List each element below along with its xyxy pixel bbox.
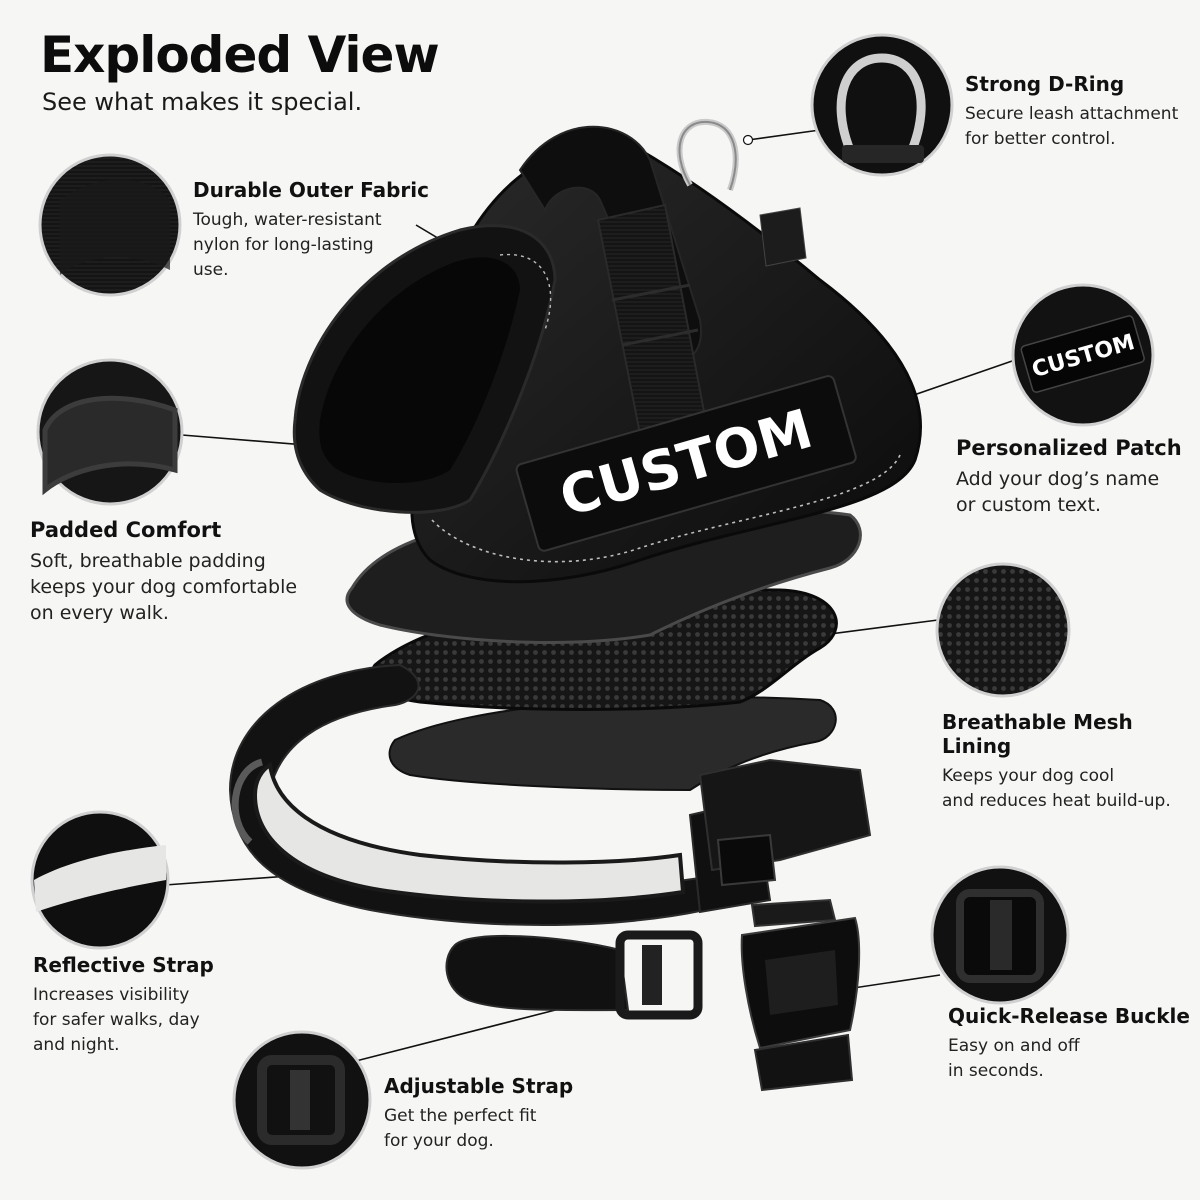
feature-mesh-lining: Breathable Mesh Lining Keeps your dog co… <box>942 710 1192 814</box>
reflective-strip-icon <box>30 810 170 950</box>
feature-personalized-patch: Personalized Patch Add your dog’s name o… <box>956 436 1191 518</box>
feature-title: Quick-Release Buckle <box>948 1004 1190 1028</box>
feature-title: Durable Outer Fabric <box>193 178 429 202</box>
adjustable-strap-piece <box>445 930 703 1020</box>
page-title: Exploded View <box>40 26 440 84</box>
feature-description: Soft, breathable padding keeps your dog … <box>30 550 298 624</box>
feature-description: Secure leash attachment for better contr… <box>965 104 1179 149</box>
slider-buckle-icon <box>232 1030 372 1170</box>
quick-release-buckle <box>740 898 861 1092</box>
patch-icon: CUSTOM <box>1011 283 1155 427</box>
feature-description: Easy on and off in seconds. <box>948 1036 1080 1081</box>
feature-description: Increases visibility for safer walks, da… <box>33 985 200 1055</box>
feature-description: Get the perfect fit for your dog. <box>384 1106 537 1151</box>
mesh-icon <box>935 562 1071 698</box>
feature-description: Tough, water-resistant nylon for long-la… <box>193 210 382 280</box>
fabric-texture-icon <box>38 153 182 297</box>
feature-title: Adjustable Strap <box>384 1074 574 1098</box>
feature-outer-fabric: Durable Outer Fabric Tough, water-resist… <box>193 178 453 283</box>
page-subtitle: See what makes it special. <box>42 88 363 116</box>
feature-title: Reflective Strap <box>33 953 214 977</box>
feature-title: Personalized Patch <box>956 436 1182 460</box>
feature-d-ring: Strong D-Ring Secure leash attachment fo… <box>965 72 1190 152</box>
feature-reflective-strap: Reflective Strap Increases visibility fo… <box>33 953 253 1058</box>
feature-adjustable-strap: Adjustable Strap Get the perfect fit for… <box>384 1074 624 1154</box>
feature-description: Add your dog’s name or custom text. <box>956 468 1160 516</box>
d-ring-icon <box>810 33 954 177</box>
feature-title: Strong D-Ring <box>965 72 1125 96</box>
feature-description: Keeps your dog cool and reduces heat bui… <box>942 766 1171 811</box>
feature-padded-comfort: Padded Comfort Soft, breathable padding … <box>30 518 330 626</box>
padding-icon <box>36 358 184 506</box>
feature-quick-release-buckle: Quick-Release Buckle Easy on and off in … <box>948 1004 1193 1084</box>
reflective-belly-strap <box>228 663 872 926</box>
feature-title: Breathable Mesh Lining <box>942 710 1133 758</box>
buckle-icon <box>930 865 1070 1005</box>
feature-title: Padded Comfort <box>30 518 222 542</box>
